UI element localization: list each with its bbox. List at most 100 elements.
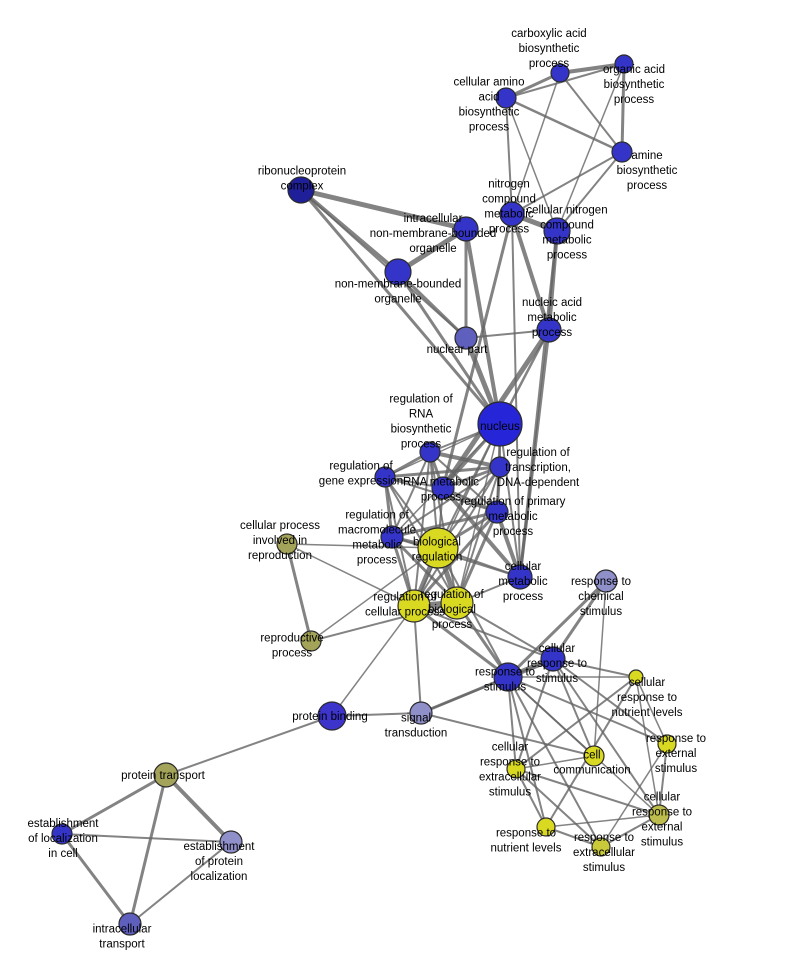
edge-respStimulus-respChemical bbox=[506, 579, 608, 679]
node-organic[interactable]: organic acid biosynthetic process bbox=[614, 54, 634, 74]
edge-proteinTransport-estProtLoc bbox=[164, 773, 233, 844]
node-proteinBinding[interactable]: protein binding bbox=[317, 701, 347, 731]
edge-cellRespNutrient-cellRespExtracell bbox=[515, 676, 637, 770]
edge-cellProcRepro-bioReg bbox=[286, 543, 439, 549]
node-cellProcRepro[interactable]: cellular process involved in reproductio… bbox=[276, 533, 298, 555]
node-estProtLoc[interactable]: establishment of protein localization bbox=[219, 830, 243, 854]
node-rnaMetabolic[interactable]: RNA metabolic process bbox=[431, 476, 455, 500]
node-respNutrientLevels[interactable]: response to nutrient levels bbox=[536, 817, 556, 837]
edge-respExtracellular-cellRespExternal bbox=[600, 814, 660, 848]
edge-ribo-intraNMBO bbox=[298, 187, 469, 232]
edge-cellRespExtracell-respExtracellular bbox=[515, 768, 602, 848]
node-label-nucleus: nucleus bbox=[480, 421, 520, 433]
node-nucleus[interactable]: nucleus bbox=[477, 401, 523, 447]
node-cellNitrogen[interactable]: cellular nitrogen compound metabolic pro… bbox=[543, 217, 571, 245]
edge-cellAmino-cellNitrogen bbox=[505, 97, 558, 232]
edge-respStimulus-cellRespExtracell bbox=[507, 676, 517, 770]
node-respExtracellular[interactable]: response to extracellular stimulus bbox=[591, 837, 611, 857]
edge-proteinBinding-regCellProcess bbox=[331, 605, 415, 717]
edge-signalTransduction-regCellProcess bbox=[413, 605, 422, 714]
node-nucleicAcid[interactable]: nucleic acid metabolic process bbox=[536, 317, 562, 343]
edge-estProtLoc-estLocCell bbox=[61, 833, 232, 843]
edge-amine-cellNitrogen bbox=[556, 151, 623, 232]
node-nuclearPart[interactable]: nuclear part bbox=[454, 326, 478, 350]
node-cellAmino[interactable]: cellular amino acid biosynthetic process bbox=[495, 87, 517, 109]
edge-cellRespExtracell-respNutrientLevels bbox=[515, 768, 547, 828]
edge-regTranscription-regMacro bbox=[391, 466, 501, 538]
nodes-layer: carboxylic acid biosynthetic process orga… bbox=[51, 54, 677, 936]
node-nitrogen[interactable]: nitrogen compound metabolic process bbox=[499, 201, 525, 227]
edge-amine-nitrogen bbox=[511, 151, 623, 215]
edge-signalTransduction-cellCommunication bbox=[420, 712, 595, 757]
node-label-proteinBinding: protein binding bbox=[292, 711, 367, 723]
edge-regRNA-regTranscription bbox=[428, 450, 502, 469]
node-respChemical[interactable]: response to chemical stimulus bbox=[594, 569, 618, 593]
edge-proteinTransport-estLocCell bbox=[60, 773, 168, 836]
node-cellMetabolic[interactable]: cellular metabolic process bbox=[507, 564, 533, 590]
edge-nmbo-nucleus bbox=[396, 270, 502, 426]
node-nmbo[interactable]: non-membrane-bounded organelle bbox=[384, 258, 412, 286]
edge-carboxylic-amine bbox=[559, 72, 623, 153]
node-intracellTransport[interactable]: intracellular transport bbox=[118, 912, 142, 936]
node-regMacro[interactable]: regulation of macromolecule metabolic pr… bbox=[380, 525, 404, 549]
edge-cellRespStim-cellRespNutrient bbox=[552, 658, 637, 678]
edge-reproProcess-regBioProcess bbox=[310, 602, 458, 642]
node-regTranscription[interactable]: regulation of transcription, DNA-depende… bbox=[489, 456, 511, 478]
node-amine[interactable]: amine biosynthetic process bbox=[611, 141, 633, 163]
edge-cellRespNutrient-respExternal bbox=[635, 676, 668, 745]
node-respStimulus[interactable]: response to stimulus bbox=[493, 662, 523, 692]
edge-cellRespStim-respExternal bbox=[552, 658, 668, 745]
node-regCellProcess[interactable]: regulation of cellular process bbox=[397, 589, 431, 623]
node-signalTransduction[interactable]: signal transduction bbox=[409, 701, 433, 725]
node-cellRespNutrient[interactable]: cellular response to nutrient levels bbox=[628, 669, 644, 685]
edge-regTranscription-regGeneExpr bbox=[383, 465, 502, 479]
node-cellRespStim[interactable]: cellular response to stimulus bbox=[540, 646, 566, 672]
node-regGeneExpr[interactable]: regulation of gene expression bbox=[374, 466, 396, 488]
node-cellRespExtracell[interactable]: cellular response to extracellular stimu… bbox=[506, 759, 526, 779]
edge-organic-amine bbox=[620, 62, 626, 154]
node-label-nuclearPart: nuclear part bbox=[427, 344, 489, 356]
node-cellRespExternal[interactable]: cellular response to external stimulus bbox=[648, 804, 670, 826]
node-estLocCell[interactable]: establishment of localization in cell bbox=[51, 823, 73, 845]
node-bioReg[interactable]: biological regulation bbox=[417, 527, 459, 569]
edge-respStimulus-respNutrientLevels bbox=[507, 676, 547, 828]
node-cellCommunication[interactable]: cell communication bbox=[583, 745, 605, 767]
node-respExternal[interactable]: response to external stimulus bbox=[657, 734, 677, 754]
node-regPrimary[interactable]: regulation of primary metabolic process bbox=[485, 500, 509, 524]
node-carboxylic[interactable]: carboxylic acid biosynthetic process bbox=[550, 63, 570, 83]
node-proteinTransport[interactable]: protein transport bbox=[153, 762, 179, 788]
node-ribo[interactable]: ribonucleoprotein complex bbox=[287, 176, 315, 204]
node-regRNA[interactable]: regulation of RNA biosynthetic process bbox=[419, 441, 441, 463]
node-intraNMBO[interactable]: intracellular non-membrane-bounded organ… bbox=[453, 216, 479, 242]
edge-respNutrientLevels-respExtracellular bbox=[545, 826, 602, 848]
edge-nucleicAcid-cellMetabolic bbox=[518, 328, 551, 579]
node-reproProcess[interactable]: reproductive process bbox=[300, 630, 322, 652]
edge-regRNA-regMacro bbox=[391, 451, 431, 538]
node-regBioProcess[interactable]: regulation of biological process bbox=[440, 586, 474, 620]
